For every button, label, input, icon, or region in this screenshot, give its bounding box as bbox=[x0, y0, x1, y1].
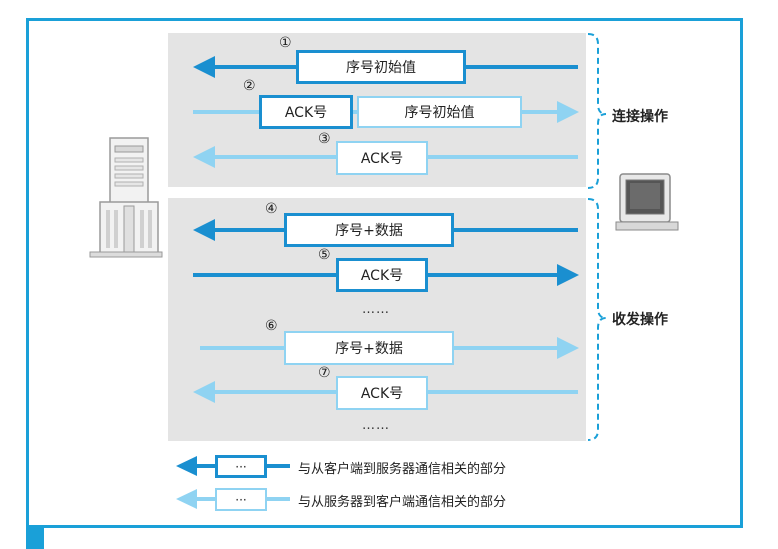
step-6-number: ⑥ bbox=[265, 318, 278, 334]
legend-light-box: ··· bbox=[215, 488, 267, 511]
step-1-number: ① bbox=[279, 35, 292, 51]
legend-dark-text: 与从客户端到服务器通信相关的部分 bbox=[298, 462, 507, 477]
step-7-number: ⑦ bbox=[318, 365, 331, 381]
step-5-number: ⑤ bbox=[318, 247, 331, 263]
step-1-box: 序号初始值 bbox=[296, 50, 466, 84]
transfer-brace bbox=[587, 198, 607, 441]
ellipsis-1: …… bbox=[362, 302, 390, 317]
step-5-box: ACK号 bbox=[336, 258, 428, 292]
step-7-box: ACK号 bbox=[336, 376, 428, 410]
step-3-number: ③ bbox=[318, 131, 331, 147]
legend-dark-box: ··· bbox=[215, 455, 267, 478]
step-4-box: 序号+数据 bbox=[284, 213, 454, 247]
step-3-box: ACK号 bbox=[336, 141, 428, 175]
server-icon bbox=[89, 137, 163, 258]
connect-brace bbox=[587, 33, 607, 189]
step-2-box-seq: 序号初始值 bbox=[357, 96, 522, 128]
step-6-box: 序号+数据 bbox=[284, 331, 454, 365]
legend-light-text: 与从服务器到客户端通信相关的部分 bbox=[298, 495, 507, 510]
step-2-number: ② bbox=[243, 78, 256, 94]
step-2-box-ack: ACK号 bbox=[259, 95, 353, 129]
step-4-number: ④ bbox=[265, 201, 278, 217]
transfer-label: 收发操作 bbox=[612, 312, 668, 328]
computer-icon bbox=[615, 173, 679, 231]
frame-corner-tab bbox=[26, 528, 44, 549]
ellipsis-2: …… bbox=[362, 418, 390, 433]
connect-label: 连接操作 bbox=[612, 109, 668, 125]
